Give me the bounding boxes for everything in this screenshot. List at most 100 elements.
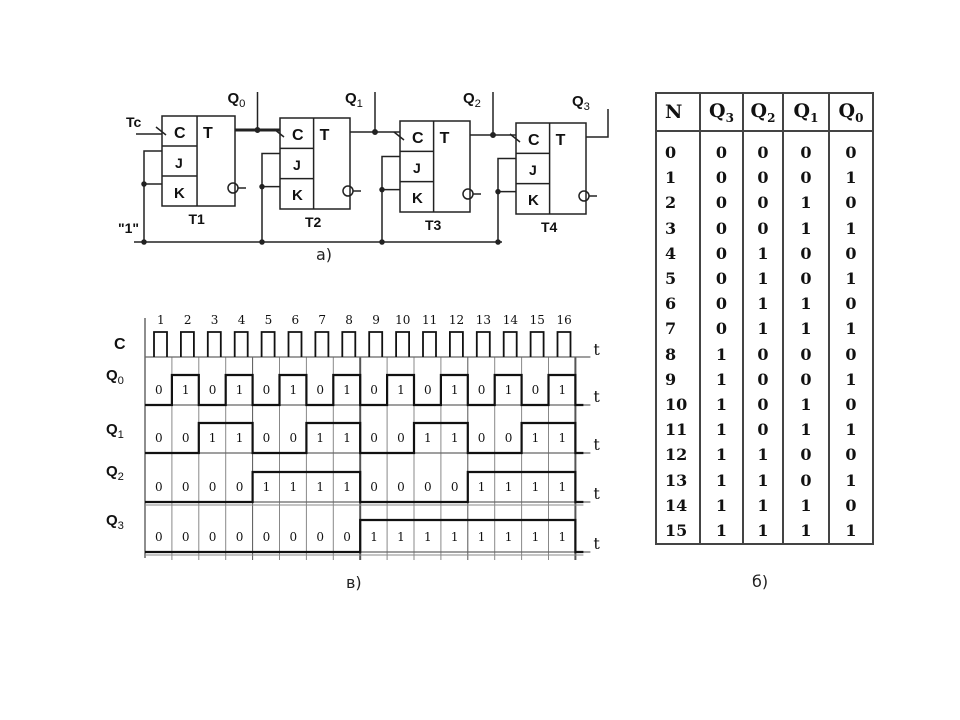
flip-flop-name-label: T1 [189,211,206,227]
signal-value-label: 1 [559,480,567,494]
clock-pulse-number: 13 [476,313,491,327]
pin-c-label: C [174,125,186,142]
waveform-q0 [145,373,584,407]
signal-value-label: 1 [370,530,378,544]
jk-tie-wire [497,157,516,242]
signal-value-label: 1 [532,530,540,544]
junction-dot [490,132,496,138]
signal-value-label: 0 [236,530,244,544]
state-number-cell: 4 [665,243,677,263]
signal-value-label: 0 [505,431,513,445]
clock-pulse [448,331,464,357]
signal-value-label: 1 [559,383,567,397]
time-axis-label: t [593,484,600,503]
clock-pulse-number: 14 [503,313,519,327]
column-header: Q0 [828,93,873,132]
bit-cell: 0 [828,492,873,518]
pin-t-label: T [556,132,566,149]
bit-cell: 1 [828,265,873,292]
bit-cell: 0 [742,165,783,191]
junction-dot [259,239,265,245]
bit-cell: 0 [782,165,829,191]
time-axis-label: t [593,387,600,406]
pin-t-label: T [203,125,213,142]
bit-cell: 0 [699,265,743,292]
output-wire [586,109,609,138]
time-axis-label: t [593,340,600,359]
bit-cell: 1 [828,316,873,342]
bit-cell: 1 [828,165,873,191]
circuit-caption: а) [316,245,332,264]
jk-tie-wire [381,155,400,242]
bit-cell: 0 [742,341,783,367]
column-header-subscript: 1 [810,110,819,125]
clock-pulse [422,331,437,357]
clock-pulse [314,331,330,357]
column-header: Q3 [699,93,743,132]
bit-cell: 0 [742,190,783,216]
signal-label-q3: Q3 [106,512,124,532]
bit-cell: 1 [782,517,829,544]
output-label-q3: Q3 [572,93,590,113]
bit-cell: 0 [742,391,783,418]
signal-value-label: 0 [532,383,540,397]
bit-cell: 1 [699,517,743,544]
clock-edge-marker [155,126,167,136]
signal-value-label: 1 [532,480,540,494]
bit-cell: 0 [828,190,873,216]
signal-value-label: 0 [263,383,271,397]
bit-cell: 0 [742,366,783,392]
flip-flop-name-label: T4 [541,219,558,235]
bit-cell: 1 [699,341,743,367]
pin-k-label: K [174,185,185,202]
bit-cell: 1 [782,291,829,317]
signal-value-label: 0 [343,530,351,544]
bit-cell: 0 [782,442,829,468]
bit-cell: 0 [699,291,743,317]
bit-cell: 1 [782,417,829,443]
clock-pulse [475,331,491,357]
signal-value-label: 1 [236,431,244,445]
state-number-cell: 2 [665,193,677,213]
clock-pulse-number: 2 [184,313,192,327]
signal-value-label: 0 [155,431,163,445]
signal-value-label: 0 [370,431,378,445]
flip-flop-t1 [141,92,280,245]
column-header: Q2 [742,93,783,132]
bit-cell: 1 [782,215,829,241]
signal-value-label: 1 [397,383,405,397]
bit-cell: 1 [699,492,743,518]
signal-value-label: 1 [209,431,217,445]
signal-label-q1: Q1 [106,421,124,441]
state-number-cell: 8 [665,344,677,364]
bit-cell: 1 [782,492,829,518]
signal-value-label: 0 [316,383,324,397]
signal-value-label: 1 [343,431,351,445]
clock-input-label: Tc [126,114,142,130]
clock-pulse [529,331,545,357]
state-number-cell: 1 [665,168,677,188]
signal-value-label: 0 [263,431,271,445]
signal-value-label: 1 [397,530,405,544]
signal-value-label: 0 [316,530,324,544]
clock-pulse [395,331,411,357]
column-header: N [656,93,700,132]
output-label-q1: Q1 [345,90,363,110]
signal-value-label: 0 [290,530,298,544]
clock-pulse-number: 3 [211,313,219,327]
pin-j-label: J [413,160,421,176]
bit-cell: 1 [828,215,873,241]
pin-j-label: J [175,155,183,171]
junction-dot [141,181,147,187]
bit-cell: 1 [782,391,829,418]
bit-cell: 1 [742,316,783,342]
state-number-cell: 13 [665,470,688,490]
